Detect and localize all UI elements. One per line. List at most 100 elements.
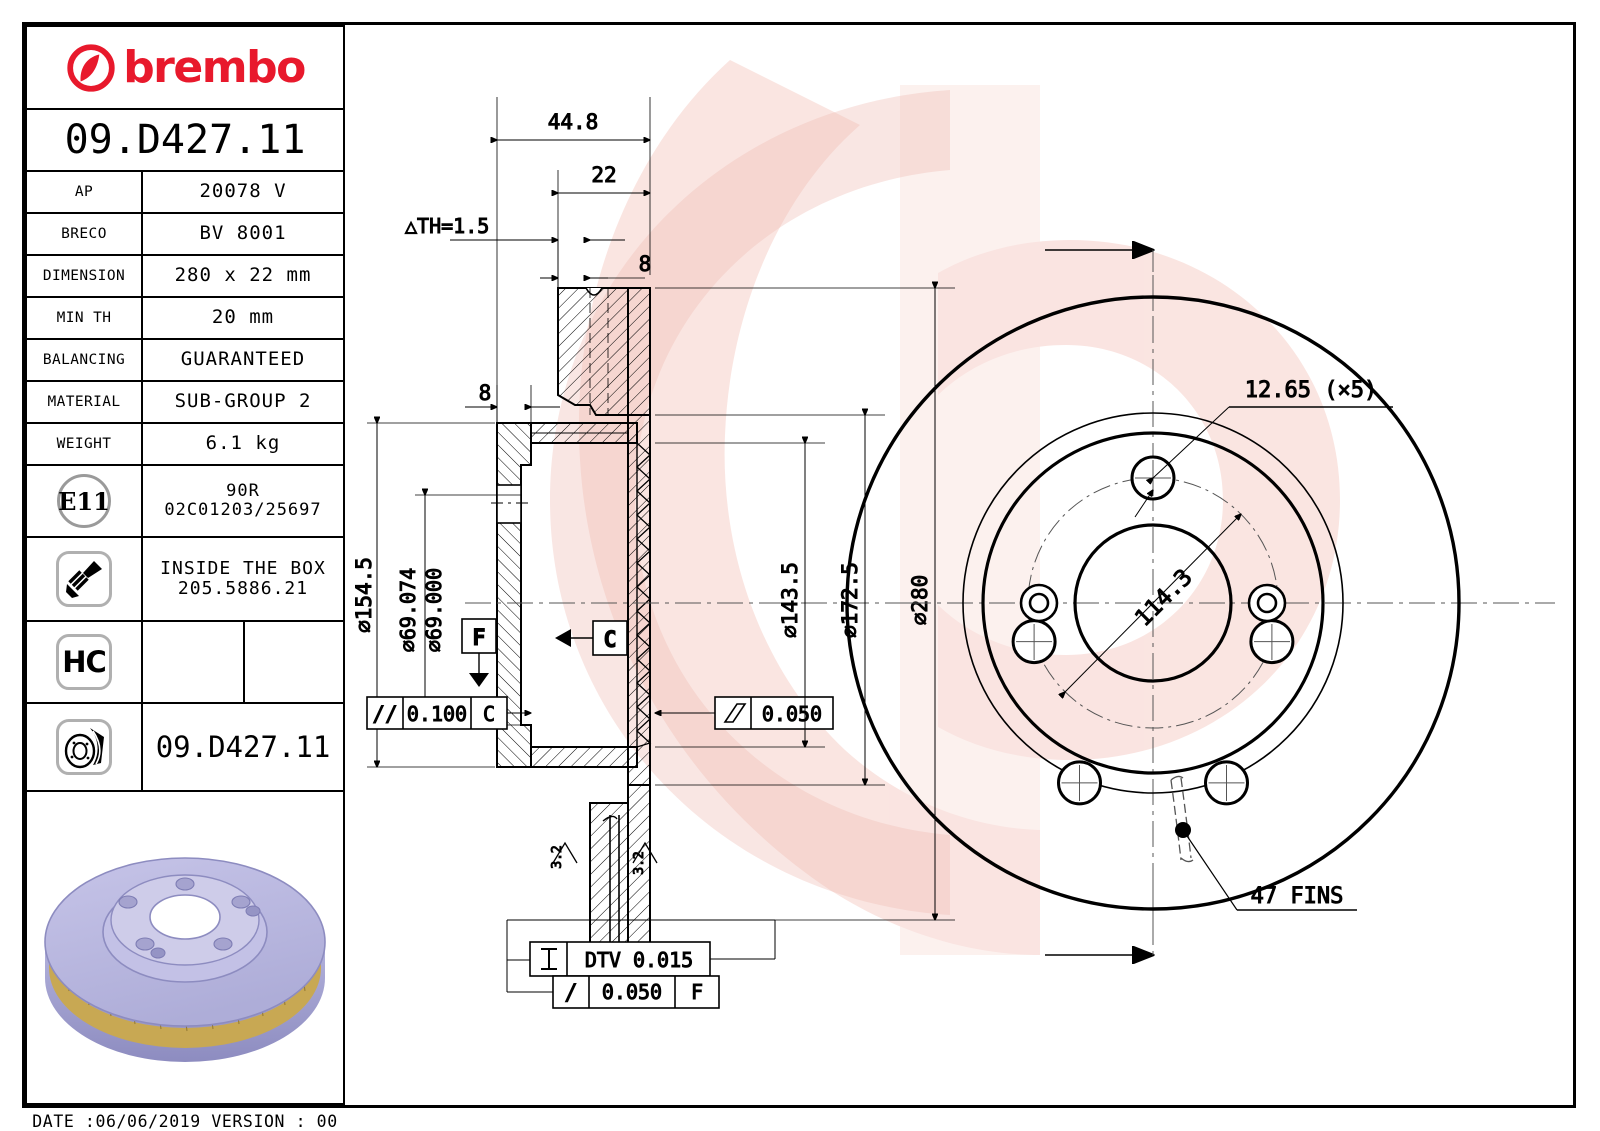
hat-pocket <box>496 484 522 524</box>
homologation-line1: 90R <box>226 480 260 501</box>
bolt-hole-dim: 12.65 (×5) <box>1245 378 1377 403</box>
part-number-header: 09.D427.11 <box>25 110 345 172</box>
row-divider <box>141 298 143 338</box>
row-dimension: DIMENSION 280 x 22 mm <box>25 256 345 298</box>
row-weight: WEIGHT 6.1 kg <box>25 424 345 466</box>
dim-22: 22 <box>591 163 616 187</box>
technical-drawing: 44.8 22 △TH=1.5 8 8 <box>345 25 1575 1105</box>
screws-value: INSIDE THE BOX 205.5886.21 <box>143 557 343 599</box>
surface-finish-left: 3.2 <box>550 841 578 869</box>
row-ap-value: 20078 V <box>199 180 287 203</box>
disc-part-number: 09.D427.11 <box>155 729 331 764</box>
row-divider <box>141 466 143 536</box>
datum-F-box <box>461 618 497 654</box>
fin-outline-a <box>1170 779 1182 861</box>
fin-outline-b <box>1180 777 1192 859</box>
hc-icon-cell: HC <box>27 622 141 702</box>
dim-th: △TH=1.5 <box>405 214 489 238</box>
dim-69-000: ⌀69.000 <box>422 568 446 652</box>
screw-icon <box>56 551 112 607</box>
product-image-box <box>25 792 345 1105</box>
dim-143-5: ⌀143.5 <box>778 562 802 638</box>
sheet-border <box>22 22 1576 1108</box>
brake-disc-icon <box>56 719 112 775</box>
row-min-th-label: MIN TH <box>56 310 112 326</box>
screws-line2: 205.5886.21 <box>177 578 309 599</box>
dim-69-074: ⌀69.074 <box>396 568 420 652</box>
dim-280: ⌀280 <box>908 575 932 626</box>
tol-flat-value: 0.050 <box>762 702 822 726</box>
tol-runout-value: 0.050 <box>602 980 662 1004</box>
row-divider <box>141 538 143 620</box>
row-dimension-value: 280 x 22 mm <box>174 264 312 287</box>
fins-label: 47 FINS <box>1251 884 1344 909</box>
row-homologation: E11 90R 02C01203/25697 <box>25 466 345 538</box>
brembo-b-logo-icon <box>67 43 115 92</box>
brand-logo: brembo <box>25 25 345 110</box>
row-material-label: MATERIAL <box>47 394 121 410</box>
row-weight-value: 6.1 kg <box>205 432 281 455</box>
row-ap: AP 20078 V <box>25 172 345 214</box>
e11-badge-icon: E11 <box>27 466 141 536</box>
row-divider <box>141 214 143 254</box>
e11-badge-text: E11 <box>57 474 111 528</box>
lower-neck-section <box>589 802 629 966</box>
tolerance-flatness: 0.050 <box>655 696 834 730</box>
part-number-value: 09.D427.11 <box>64 117 306 163</box>
hc-cell-divider <box>243 622 245 702</box>
surface-finish-value-2: 3.2 <box>632 851 647 874</box>
tol-par-datum: C <box>483 702 495 726</box>
row-breco: BRECO BV 8001 <box>25 214 345 256</box>
surface-finish-value-1: 3.2 <box>550 845 565 868</box>
dim-154-5: ⌀154.5 <box>352 557 376 633</box>
face-view: 12.65 (×5) 114.3 47 FINS <box>845 250 1555 955</box>
row-divider <box>141 704 143 790</box>
dim-8-left: 8 <box>479 381 492 405</box>
tol-runout-datum: F <box>691 980 703 1004</box>
row-balancing-label: BALANCING <box>42 352 126 368</box>
row-breco-label: BRECO <box>61 226 107 242</box>
tol-dtv-value: DTV 0.015 <box>585 948 693 972</box>
homologation-value: 90R 02C01203/25697 <box>143 480 343 520</box>
row-balancing: BALANCING GUARANTEED <box>25 340 345 382</box>
row-dimension-label: DIMENSION <box>42 268 126 284</box>
row-divider <box>141 622 143 702</box>
row-material-value: SUB-GROUP 2 <box>174 390 312 413</box>
row-divider <box>141 172 143 212</box>
screw-icon-cell <box>27 538 141 620</box>
tol-par-symbol: // <box>372 702 397 726</box>
row-screws: INSIDE THE BOX 205.5886.21 <box>25 538 345 622</box>
tolerance-parallelism: // 0.100 C <box>366 696 531 730</box>
row-hc: HC <box>25 622 345 704</box>
datum-F-label: F <box>472 626 485 651</box>
hat-rim-section <box>557 287 629 416</box>
row-ap-label: AP <box>74 184 94 200</box>
hc-badge-text: HC <box>62 645 107 679</box>
row-breco-value: BV 8001 <box>199 222 287 245</box>
row-min-th-value: 20 mm <box>211 306 275 329</box>
row-disc: 09.D427.11 <box>25 704 345 792</box>
row-weight-label: WEIGHT <box>56 436 112 452</box>
date-version-footer: DATE :06/06/2019 VERSION : 00 <box>32 1112 338 1131</box>
title-block: brembo 09.D427.11 AP 20078 V BRECO BV 80… <box>25 25 345 1105</box>
tol-par-value: 0.100 <box>407 702 467 726</box>
datum-C-triangle <box>555 629 571 647</box>
homologation-line2: 02C01203/25697 <box>164 500 322 520</box>
friction-ring-upper <box>627 287 651 416</box>
row-divider <box>141 382 143 422</box>
row-material: MATERIAL SUB-GROUP 2 <box>25 382 345 424</box>
brake-disc-icon-cell <box>27 704 141 790</box>
screws-line1: INSIDE THE BOX <box>160 557 326 579</box>
hc-empty-cells <box>143 622 343 702</box>
screw-glyph <box>66 561 102 598</box>
brake-disc-glyph <box>64 728 104 769</box>
tol-dtv-symbol <box>541 948 557 970</box>
product-render <box>44 857 326 1062</box>
brand-name: brembo <box>123 41 306 93</box>
datum-C-label: C <box>603 628 616 653</box>
row-divider <box>141 256 143 296</box>
row-balancing-value: GUARANTEED <box>180 348 306 371</box>
tol-runout-symbol: / <box>564 981 577 1006</box>
pcd-value: 114.3 <box>1130 564 1197 631</box>
